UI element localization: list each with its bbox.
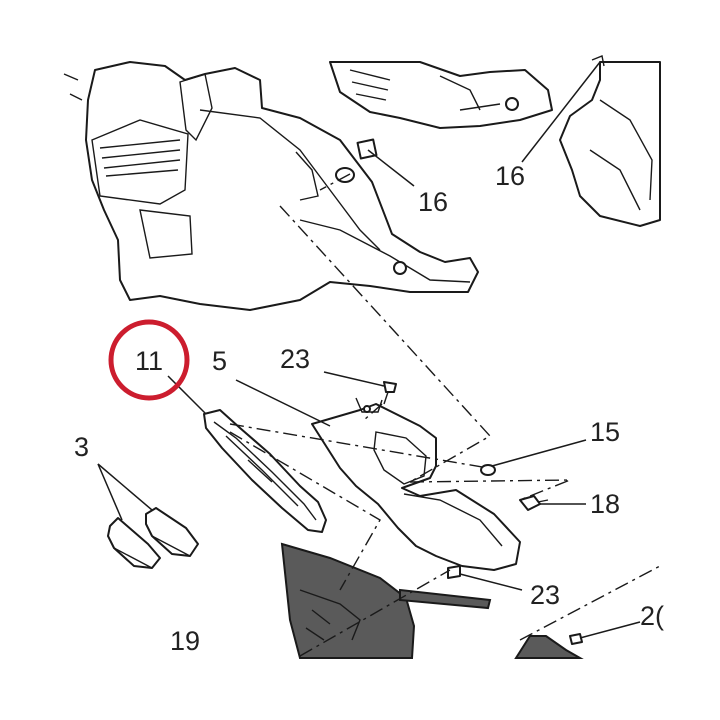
callout-23-lower: 23 — [530, 580, 560, 610]
callout-3: 3 — [74, 432, 89, 462]
callout-16-center: 16 — [418, 187, 448, 217]
callout-19: 19 — [170, 626, 200, 656]
upper-fairing-assembly — [63, 61, 479, 311]
callout-11: 11 — [135, 346, 163, 376]
screw-20 — [569, 633, 583, 645]
callout-20-partial: 2( — [640, 601, 664, 631]
assembly-lines — [229, 173, 661, 657]
part-5-center-cover — [311, 397, 521, 571]
callout-15: 15 — [590, 417, 620, 447]
fasteners — [383, 381, 583, 645]
screw-23-upper — [383, 381, 397, 405]
leader-lines — [97, 61, 641, 639]
part-11-side-panel — [203, 409, 327, 533]
part-3-pads — [107, 507, 199, 569]
callout-5: 5 — [212, 346, 227, 376]
callout-16-right: 16 — [495, 161, 525, 191]
lower-dark-panel — [280, 542, 584, 659]
nut-15 — [480, 464, 496, 476]
highlight-circle — [108, 319, 190, 401]
upper-right-fairing — [329, 55, 661, 227]
callout-labels: 16 16 11 5 23 3 15 18 23 19 2( — [74, 161, 664, 656]
callout-18: 18 — [590, 489, 620, 519]
screw-23-lower — [447, 565, 461, 579]
callout-23-upper: 23 — [280, 344, 310, 374]
